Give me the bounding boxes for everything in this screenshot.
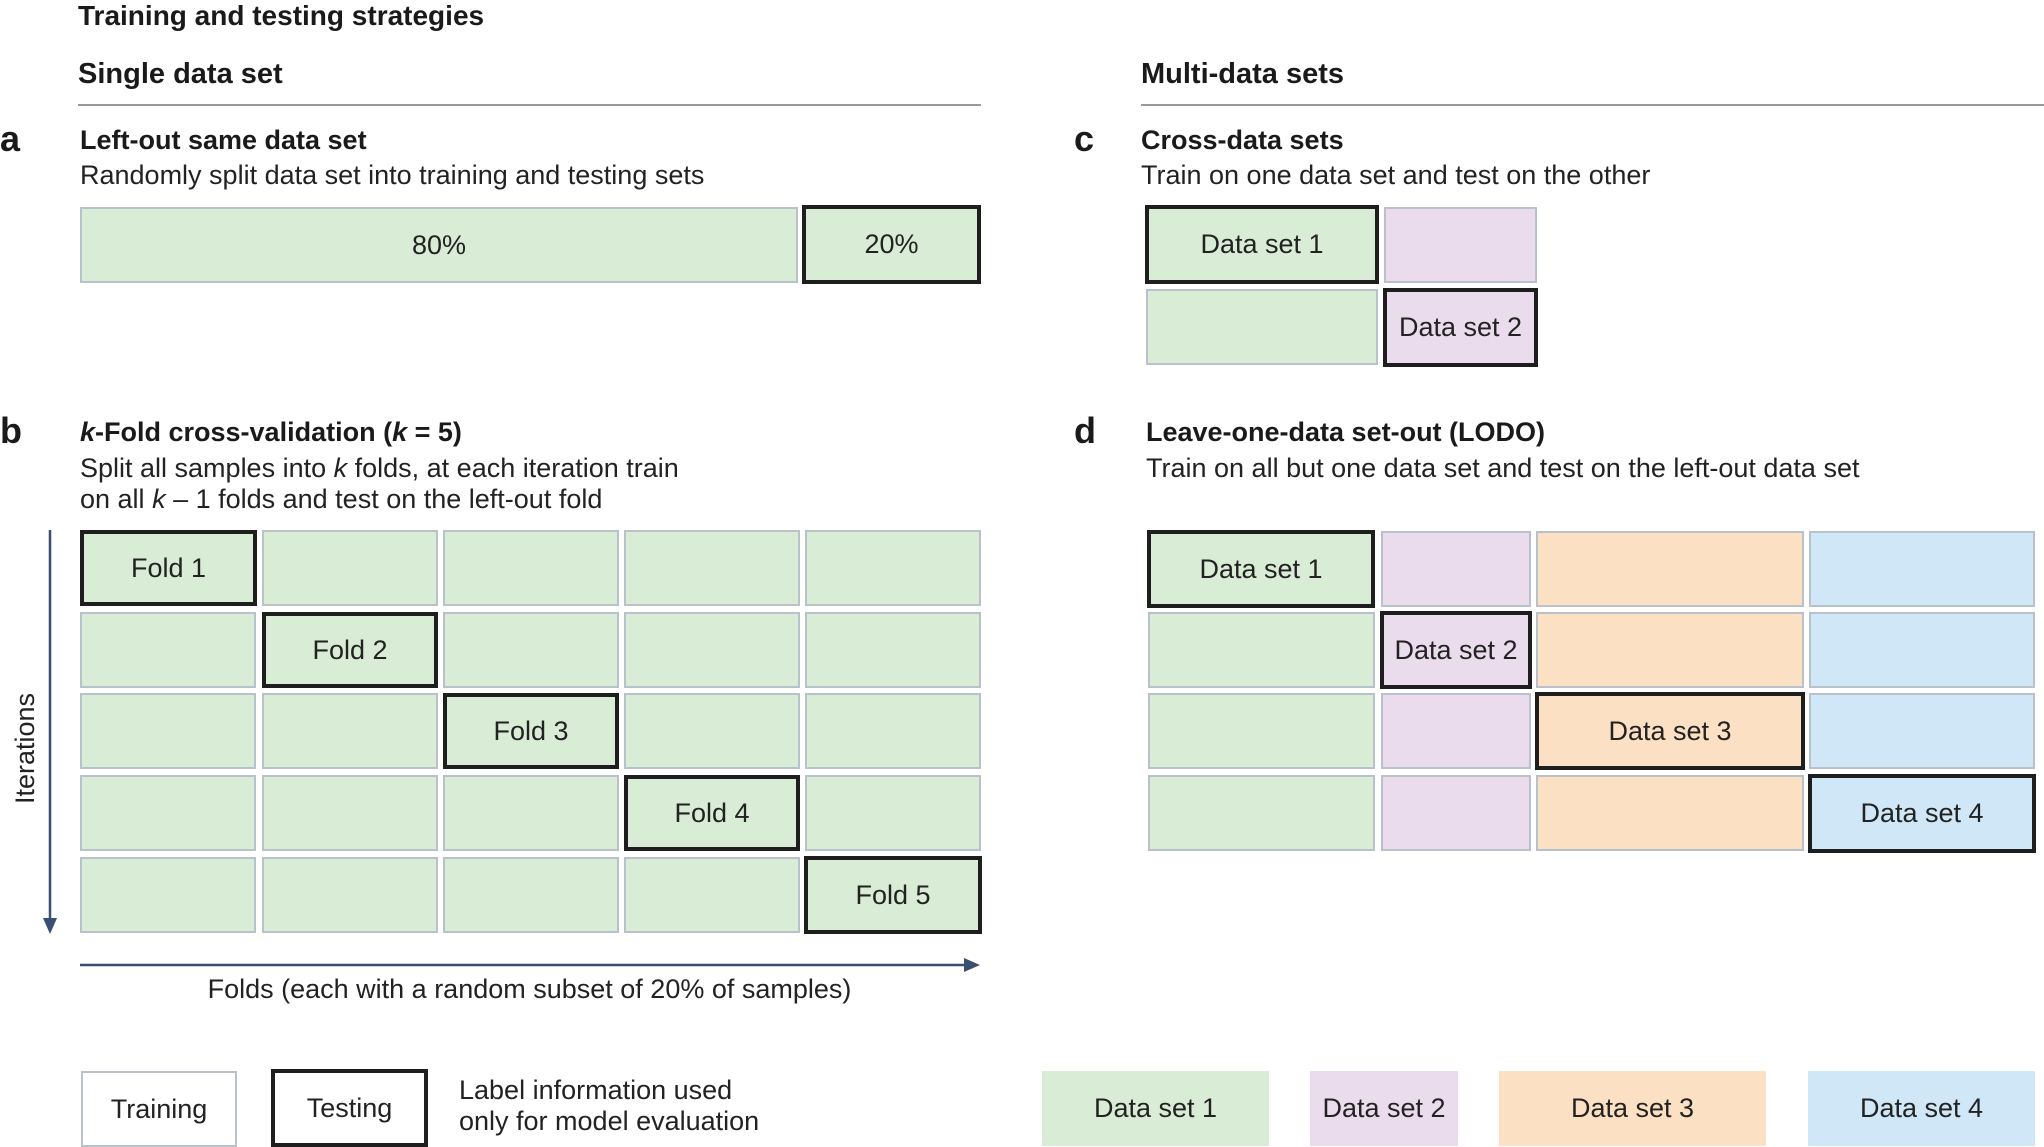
iterations-axis-arrow xyxy=(43,530,57,934)
cross-data-set-1-label: Data set 1 xyxy=(1200,229,1324,259)
fold-2-label: Fold 2 xyxy=(312,634,388,665)
fold-3-label: Fold 3 xyxy=(493,715,569,746)
lodo-r4-data-set-3 xyxy=(1536,775,1804,851)
training-split-bar: 80% xyxy=(80,207,798,283)
panel-a-letter: a xyxy=(0,118,21,159)
legend-data-set-4-label: Data set 4 xyxy=(1859,1093,1984,1123)
legend-note-line2: only for model evaluation xyxy=(459,1106,760,1136)
fold-cell-r4-c1 xyxy=(80,775,256,851)
legend-training-label: Training xyxy=(110,1093,208,1124)
fold-5-label: Fold 5 xyxy=(855,879,931,910)
lodo-r2-data-set-2: Data set 2 xyxy=(1380,611,1532,689)
fold-cell-r5-c2 xyxy=(262,857,438,933)
cross-row2-data-set-1-train xyxy=(1146,289,1378,365)
legend-training-box: Training xyxy=(81,1071,237,1147)
folds-axis-label: Folds (each with a random subset of 20% … xyxy=(207,974,852,1004)
fold-1-label: Fold 1 xyxy=(130,552,207,583)
cross-data-set-2-label: Data set 2 xyxy=(1398,312,1523,342)
testing-split-bar: 20% xyxy=(802,205,981,284)
legend-testing-note: Label information used only for model ev… xyxy=(459,1075,759,1137)
fold-cell-r5-c4 xyxy=(624,857,800,933)
fold-cell-r1-c5 xyxy=(805,530,981,606)
fold-cell-r5-c5: Fold 5 xyxy=(804,856,982,934)
legend-data-set-1-label: Data set 1 xyxy=(1093,1093,1218,1123)
lodo-r3-data-set-2 xyxy=(1381,693,1531,769)
fold-cell-r4-c5 xyxy=(805,775,981,851)
fold-cell-r4-c4: Fold 4 xyxy=(624,775,800,851)
lodo-r1-data-set-3 xyxy=(1536,531,1804,607)
legend-data-set-1: Data set 1 xyxy=(1042,1071,1269,1146)
panel-c-title: Cross-data sets xyxy=(1141,125,1344,155)
fold-cell-r1-c4 xyxy=(624,530,800,606)
panel-b-description: Split all samples into k folds, at each … xyxy=(80,453,679,515)
single-heading-rule xyxy=(78,104,981,106)
fold-cell-r3-c2 xyxy=(262,693,438,769)
cross-row1-data-set-1-test: Data set 1 xyxy=(1145,205,1379,284)
fold-4-label: Fold 4 xyxy=(674,797,750,828)
iterations-axis-label: Iterations xyxy=(10,692,41,804)
panel-a-title: Left-out same data set xyxy=(80,125,367,155)
fold-cell-r1-c3 xyxy=(443,530,619,606)
legend-data-set-2-label: Data set 2 xyxy=(1322,1093,1446,1123)
cross-row2-data-set-2-test: Data set 2 xyxy=(1383,288,1538,367)
lodo-r1-data-set-4 xyxy=(1809,531,2035,607)
panel-b-title: k-Fold cross-validation (k = 5) xyxy=(80,417,462,447)
panel-c-letter: c xyxy=(1074,118,1095,159)
panel-d-description: Train on all but one data set and test o… xyxy=(1146,453,1860,483)
fold-cell-r5-c1 xyxy=(80,857,256,933)
lodo-r3-data-set-3: Data set 3 xyxy=(1535,692,1805,770)
fold-cell-r3-c3: Fold 3 xyxy=(443,693,619,769)
fold-cell-r3-c5 xyxy=(805,693,981,769)
lodo-data-set-4-label: Data set 4 xyxy=(1860,798,1984,828)
legend-data-set-2: Data set 2 xyxy=(1310,1071,1458,1146)
fold-cell-r4-c3 xyxy=(443,775,619,851)
panel-b-description-line2: on all k – 1 folds and test on the left-… xyxy=(80,484,603,514)
fold-cell-r1-c2 xyxy=(262,530,438,606)
panel-d-title: Leave-one-data set-out (LODO) xyxy=(1146,417,1546,447)
fold-cell-r2-c3 xyxy=(443,612,619,688)
lodo-r3-data-set-1 xyxy=(1148,693,1375,769)
lodo-data-set-2-label: Data set 2 xyxy=(1394,634,1518,665)
lodo-r1-data-set-1: Data set 1 xyxy=(1147,530,1375,608)
fold-cell-r1-c1: Fold 1 xyxy=(80,530,257,606)
legend-data-set-4: Data set 4 xyxy=(1808,1071,2035,1146)
testing-split-label: 20% xyxy=(864,229,919,259)
fold-cell-r5-c3 xyxy=(443,857,619,933)
panel-b-description-line1: Split all samples into k folds, at each … xyxy=(80,453,679,483)
lodo-r2-data-set-3 xyxy=(1536,612,1804,688)
lodo-r2-data-set-1 xyxy=(1148,612,1375,688)
panel-d-letter: d xyxy=(1074,410,1096,451)
fold-cell-r3-c4 xyxy=(624,693,800,769)
lodo-r2-data-set-4 xyxy=(1809,612,2035,688)
panel-a-description: Randomly split data set into training an… xyxy=(80,160,705,190)
folds-axis-arrow xyxy=(80,958,980,972)
training-split-label: 80% xyxy=(411,229,467,260)
multi-data-sets-heading: Multi-data sets xyxy=(1141,58,1345,90)
panel-b-letter: b xyxy=(0,410,22,451)
fold-cell-r2-c4 xyxy=(624,612,800,688)
fold-cell-r4-c2 xyxy=(262,775,438,851)
lodo-r4-data-set-1 xyxy=(1148,775,1375,851)
fold-cell-r2-c5 xyxy=(805,612,981,688)
lodo-data-set-3-label: Data set 3 xyxy=(1608,715,1732,746)
cross-row1-data-set-2-train xyxy=(1384,207,1537,283)
lodo-r4-data-set-4: Data set 4 xyxy=(1808,774,2036,853)
figure-title: Training and testing strategies xyxy=(78,0,485,31)
lodo-r3-data-set-4 xyxy=(1809,693,2035,769)
multi-heading-rule xyxy=(1141,104,2044,106)
lodo-r1-data-set-2 xyxy=(1381,531,1531,607)
panel-c-description: Train on one data set and test on the ot… xyxy=(1141,160,1651,190)
lodo-data-set-1-label: Data set 1 xyxy=(1199,553,1323,584)
fold-cell-r3-c1 xyxy=(80,693,256,769)
legend-data-set-3: Data set 3 xyxy=(1499,1071,1766,1146)
legend-note-line1: Label information used xyxy=(459,1075,733,1105)
fold-cell-r2-c1 xyxy=(80,612,256,688)
legend-data-set-3-label: Data set 3 xyxy=(1570,1093,1695,1123)
legend-testing-box: Testing xyxy=(271,1069,428,1147)
fold-cell-r2-c2: Fold 2 xyxy=(262,612,438,688)
single-data-set-heading: Single data set xyxy=(78,58,283,90)
legend-testing-label: Testing xyxy=(306,1092,393,1123)
lodo-r4-data-set-2 xyxy=(1381,775,1531,851)
